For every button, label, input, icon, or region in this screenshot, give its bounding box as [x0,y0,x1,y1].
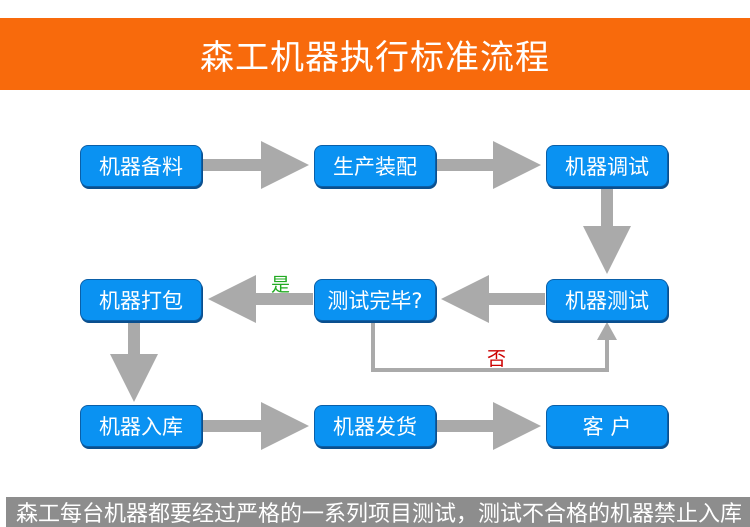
step-customer: 客 户 [546,405,668,447]
flow-arrows [110,141,631,450]
step-debug: 机器调试 [546,145,668,187]
page-title: 森工机器执行标准流程 [0,18,750,90]
step-prep: 机器备料 [80,145,202,187]
step-check: 测试完毕? [314,279,436,321]
no-label: 否 [487,348,507,370]
step-store: 机器入库 [80,405,202,447]
step-pack: 机器打包 [80,279,202,321]
footer-note: 森工每台机器都要经过严格的一系列项目测试，测试不合格的机器禁止入库 [6,497,750,527]
step-test: 机器测试 [546,279,668,321]
arrow-no-loop [371,321,609,372]
step-ship: 机器发货 [314,405,436,447]
yes-label: 是 [271,274,291,296]
step-assembly: 生产装配 [314,145,436,187]
